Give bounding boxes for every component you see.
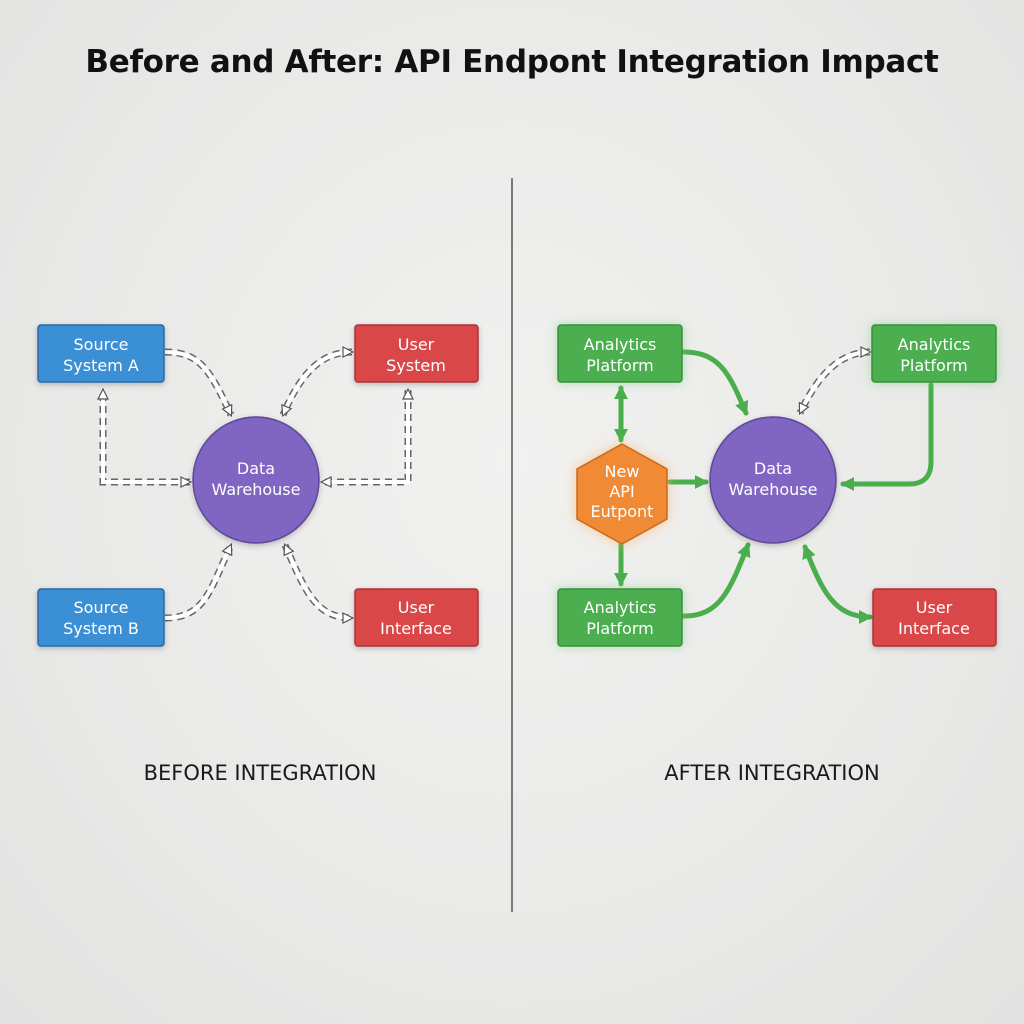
node-label: Analytics [898,335,971,354]
svg-text:Data: Data [754,459,792,478]
svg-text:API: API [609,482,634,501]
before-section-label: BEFORE INTEGRATION [144,761,377,785]
node-label: Source [74,335,129,354]
connector-warehouse-to-user-interface-after [802,544,873,624]
node-label: Warehouse [729,480,818,499]
svg-text:Analytics: Analytics [898,335,971,354]
before-user-system: User System [354,324,479,383]
node-label: Interface [898,619,970,638]
svg-text:User: User [398,598,435,617]
after-user-interface: User Interface [872,588,997,647]
svg-text:New: New [605,462,640,481]
connector-analytics-bl-to-warehouse [681,542,751,619]
after-analytics-platform-bottom-left: Analytics Platform [557,588,683,647]
svg-text:Analytics: Analytics [584,335,657,354]
node-label: Eutpont [591,502,654,521]
node-label: Platform [586,356,653,375]
connector-warehouse-to-analytics-tr [796,352,870,413]
svg-text:Platform: Platform [586,356,653,375]
svg-text:Platform: Platform [586,619,653,638]
svg-text:System A: System A [63,356,139,375]
node-label: Interface [380,619,452,638]
svg-text:Source: Source [74,335,129,354]
after-section-label: AFTER INTEGRATION [664,761,879,785]
node-label: User [398,335,435,354]
node-label: Data [754,459,792,478]
connector-source-a-to-warehouse [164,348,235,415]
node-label: User [916,598,953,617]
node-label: New [605,462,640,481]
svg-text:Data: Data [237,459,275,478]
svg-text:Eutpont: Eutpont [591,502,654,521]
svg-text:Platform: Platform [900,356,967,375]
before-connectors [103,352,408,618]
before-source-system-b: Source System B [37,588,165,647]
node-label: System B [63,619,139,638]
after-connectors [614,349,934,624]
node-label: Analytics [584,598,657,617]
connector-source-b-to-warehouse [164,545,235,622]
before-user-interface: User Interface [354,588,479,647]
page-title: Before and After: API Endpont Integratio… [85,44,939,80]
svg-text:Warehouse: Warehouse [729,480,818,499]
node-label: Platform [900,356,967,375]
connector-warehouse-to-source-a-loop [103,390,190,482]
node-label: Data [237,459,275,478]
connector-user-system-to-warehouse [279,352,352,415]
node-label: Platform [586,619,653,638]
node-label: System [386,356,446,375]
node-label: API [609,482,634,501]
svg-text:Interface: Interface [898,619,970,638]
connector-analytics-tr-to-warehouse [840,382,934,491]
node-label: User [398,598,435,617]
connector-user-system-loop [322,390,408,482]
connector-analytics-tl-to-warehouse [681,349,749,416]
before-source-system-a: Source System A [37,324,165,383]
svg-text:System B: System B [63,619,139,638]
svg-text:Warehouse: Warehouse [212,480,301,499]
svg-text:User: User [916,598,953,617]
after-analytics-platform-top-right: Analytics Platform [871,324,997,383]
after-data-warehouse: Data Warehouse [709,416,837,544]
svg-text:Interface: Interface [380,619,452,638]
node-label: Warehouse [212,480,301,499]
node-label: Analytics [584,335,657,354]
connector-warehouse-to-user-interface [281,545,352,618]
svg-text:Analytics: Analytics [584,598,657,617]
svg-text:User: User [398,335,435,354]
node-label: Source [74,598,129,617]
svg-text:System: System [386,356,446,375]
node-label: System A [63,356,139,375]
svg-text:Source: Source [74,598,129,617]
after-new-api-endpoint: New API Eutpont [576,443,668,545]
before-data-warehouse: Data Warehouse [192,416,320,544]
after-analytics-platform-top-left: Analytics Platform [557,324,683,383]
